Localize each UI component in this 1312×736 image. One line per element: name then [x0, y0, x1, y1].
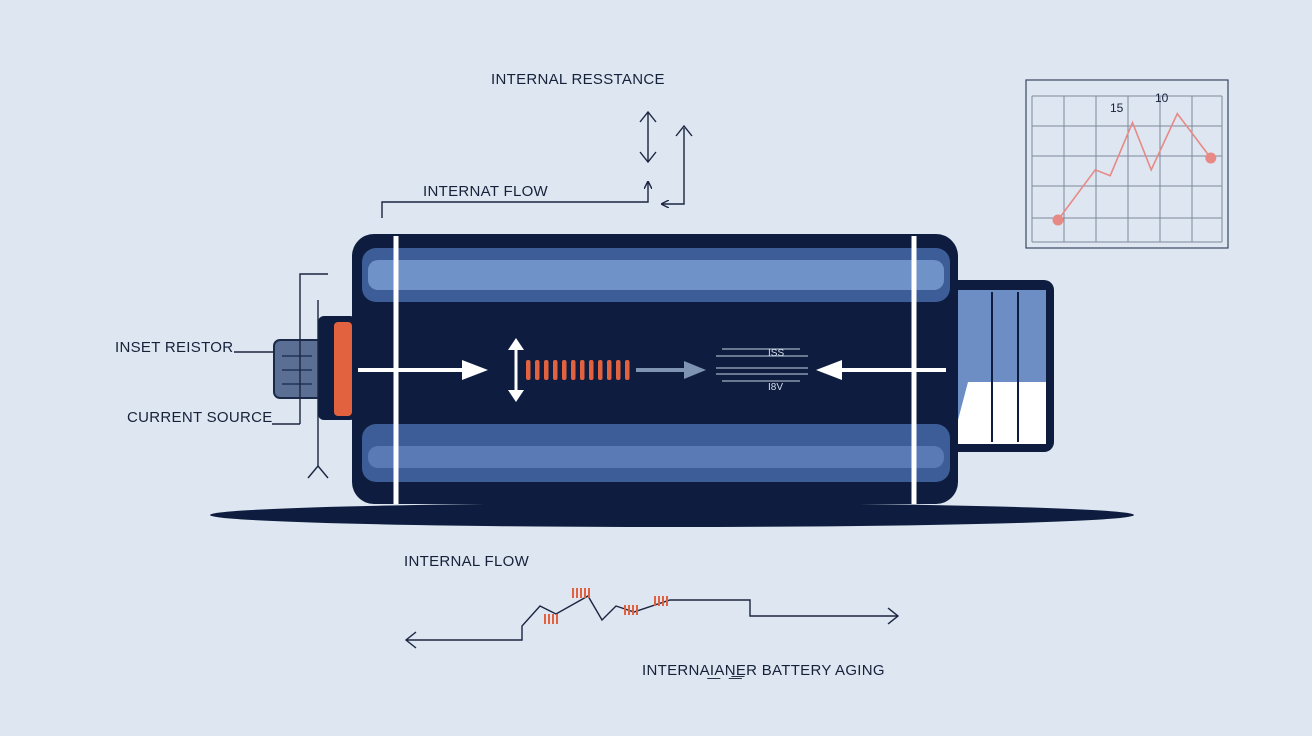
aging-chart: 15 10	[1025, 79, 1229, 249]
positive-terminal-cap	[948, 280, 1054, 452]
label-battery-aging: INTERNAI͟AN͟͟ER BATTERY AGING	[642, 662, 885, 679]
internal-resistor-coil	[526, 360, 630, 380]
label-internal-flow-bottom: INTERNAL FLOW	[404, 553, 530, 570]
bottom-resistor-marks	[544, 588, 668, 624]
chart-annotation-2: 10	[1155, 91, 1169, 105]
chart-start-point	[1052, 214, 1064, 226]
chart-end-point	[1205, 152, 1217, 164]
label-inset-resistor: INSET REISTOR	[115, 339, 234, 356]
label-current-source: CURRENT SOURCE	[127, 409, 273, 426]
bottom-flow-path	[404, 595, 900, 649]
chart-series-line	[1057, 112, 1212, 221]
left-annotation-lines	[234, 273, 329, 479]
battery-shadow	[210, 503, 1134, 527]
inner-readout-top: ISS	[768, 348, 784, 359]
label-internal-flow-top: INTERNAT FLOW	[423, 183, 549, 200]
inner-readout-lines	[716, 348, 808, 382]
chart-grid	[1031, 95, 1223, 243]
inset-resistor-plug	[273, 316, 356, 420]
chart-frame	[1025, 79, 1229, 249]
label-internal-resistance: INTERNAL RESSTANCE	[491, 71, 665, 88]
inner-readout-bottom: I8V	[768, 382, 783, 393]
chart-annotation-1: 15	[1110, 101, 1124, 115]
inner-flow-arrows	[358, 338, 946, 402]
top-flow-path	[381, 110, 693, 218]
